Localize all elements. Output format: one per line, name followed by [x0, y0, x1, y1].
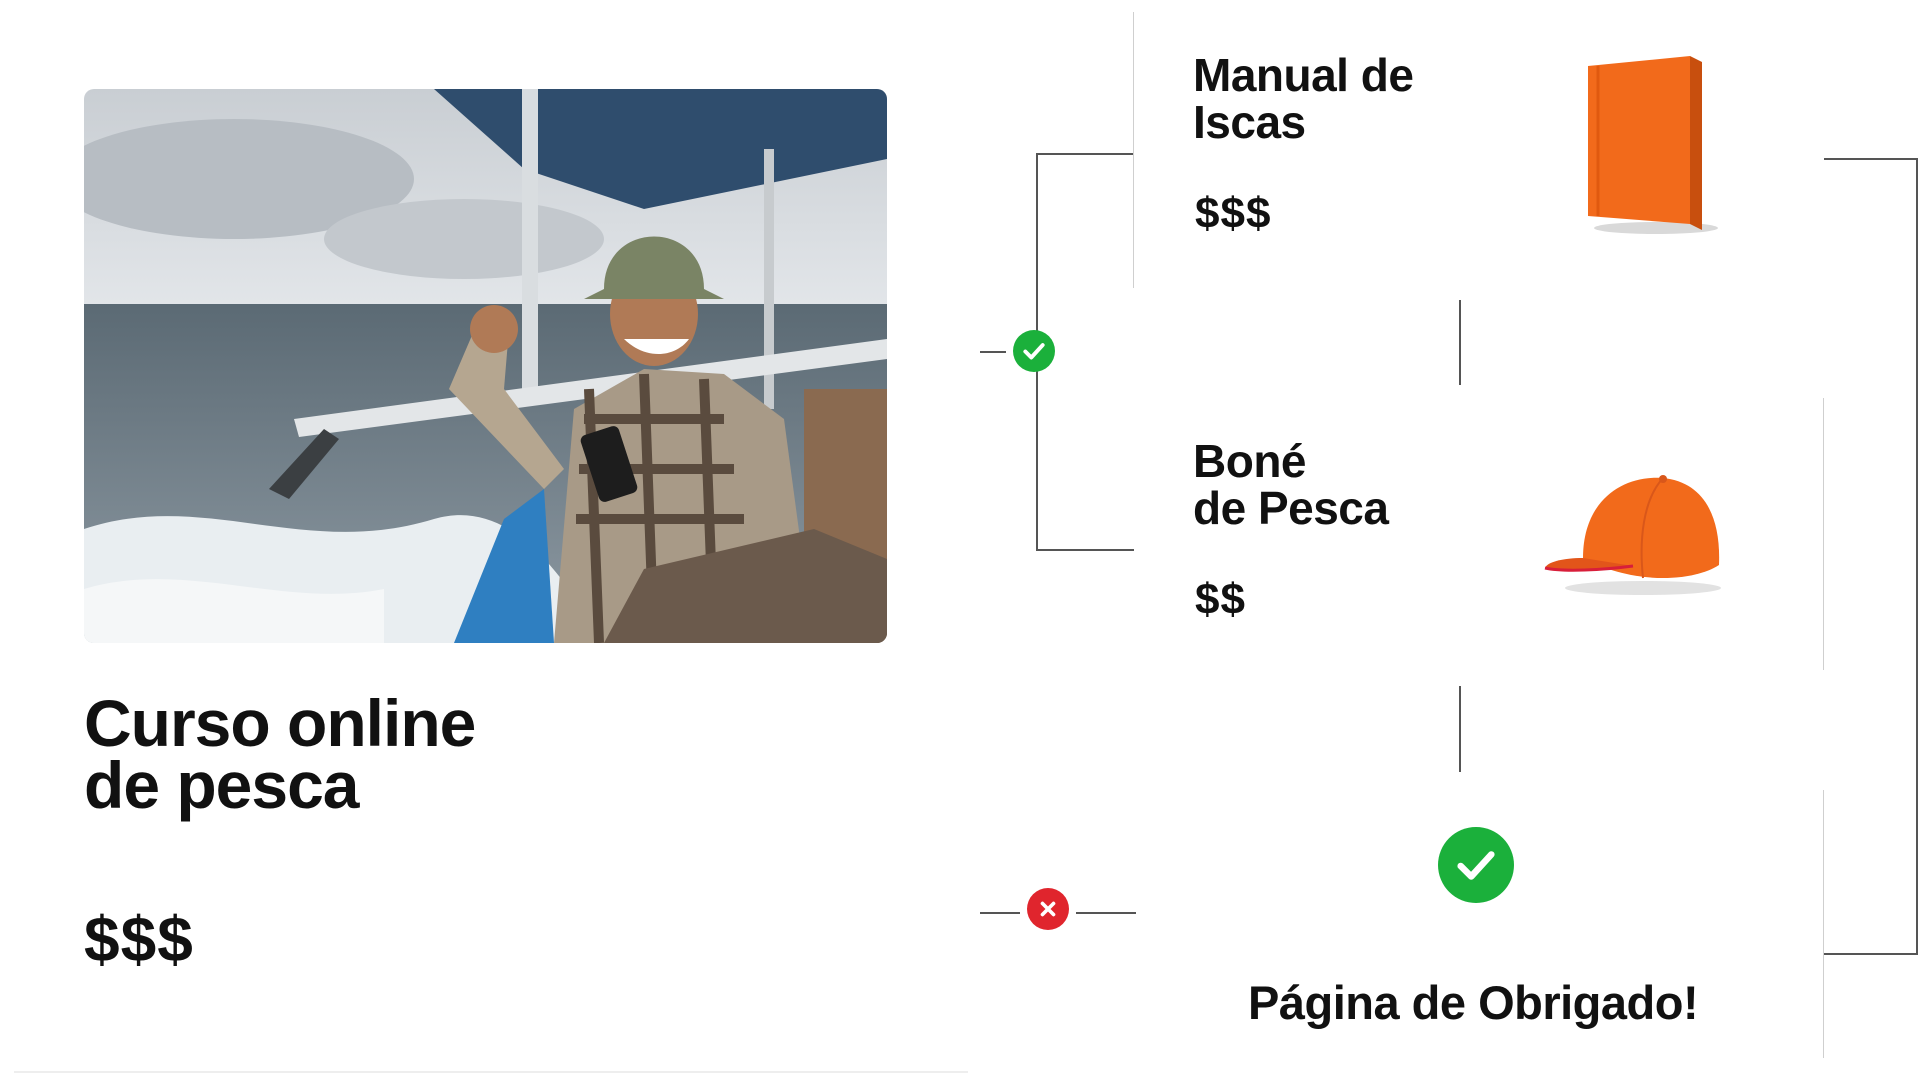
check-circle-icon — [1013, 330, 1055, 372]
orange-cap-icon — [1544, 475, 1721, 595]
downsell-title-line2: de Pesca — [1193, 482, 1389, 534]
accept-bracket-bottom — [1036, 549, 1134, 551]
upsell-title-line2: Iscas — [1193, 96, 1306, 148]
accept-stub-line — [980, 351, 1006, 353]
right-divider-low — [1823, 790, 1824, 1058]
check-circle-icon — [1438, 827, 1514, 903]
main-product-title: Curso online de pesca — [84, 686, 476, 822]
x-circle-icon — [1027, 888, 1069, 930]
downsell-title: Boné de Pesca — [1193, 435, 1389, 534]
decline-stub-left — [980, 912, 1020, 914]
downsell-to-thankyou-line — [1459, 686, 1461, 772]
right-bracket-vertical — [1916, 158, 1918, 955]
orange-book-icon — [1588, 56, 1718, 234]
right-bracket-bottom — [1824, 953, 1918, 955]
main-product-title-line1: Curso online — [84, 686, 476, 760]
upsell-title: Manual de Iscas — [1193, 49, 1414, 148]
upsell-title-line1: Manual de — [1193, 49, 1414, 101]
right-bracket-top — [1824, 158, 1918, 160]
upsell-to-downsell-line — [1459, 299, 1461, 385]
downsell-title-line1: Boné — [1193, 435, 1307, 487]
thank-you-label: Página de Obrigado! — [1248, 976, 1699, 1029]
upsell-card: Manual de Iscas $$$ — [1135, 12, 1823, 300]
downsell-card: Boné de Pesca $$ — [1135, 398, 1823, 686]
downsell-price: $$ — [1195, 575, 1246, 624]
bottom-divider — [14, 1071, 968, 1073]
accept-bracket-top — [1036, 153, 1134, 155]
decline-stub-right — [1076, 912, 1136, 914]
upsell-price: $$$ — [1195, 189, 1272, 238]
right-divider-mid — [1823, 398, 1824, 670]
main-product-title-line2: de pesca — [84, 748, 360, 822]
main-product-price: $$$ — [84, 903, 194, 975]
main-product-photo — [84, 89, 887, 643]
left-divider-top — [1133, 12, 1134, 288]
